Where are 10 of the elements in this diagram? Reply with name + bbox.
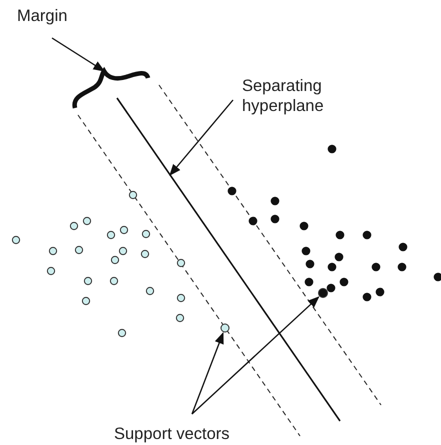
callout-text: Margin [17,6,68,26]
callout-text: Support vectors [114,424,230,444]
callout-text: Separating hyperplane [242,76,352,116]
arrow [192,296,320,414]
arrow [169,100,234,176]
support-vector-point [318,288,328,298]
arrow [52,37,105,72]
arrow [191,332,224,414]
support-vector-point [220,324,230,332]
curly-brace [72,68,150,108]
